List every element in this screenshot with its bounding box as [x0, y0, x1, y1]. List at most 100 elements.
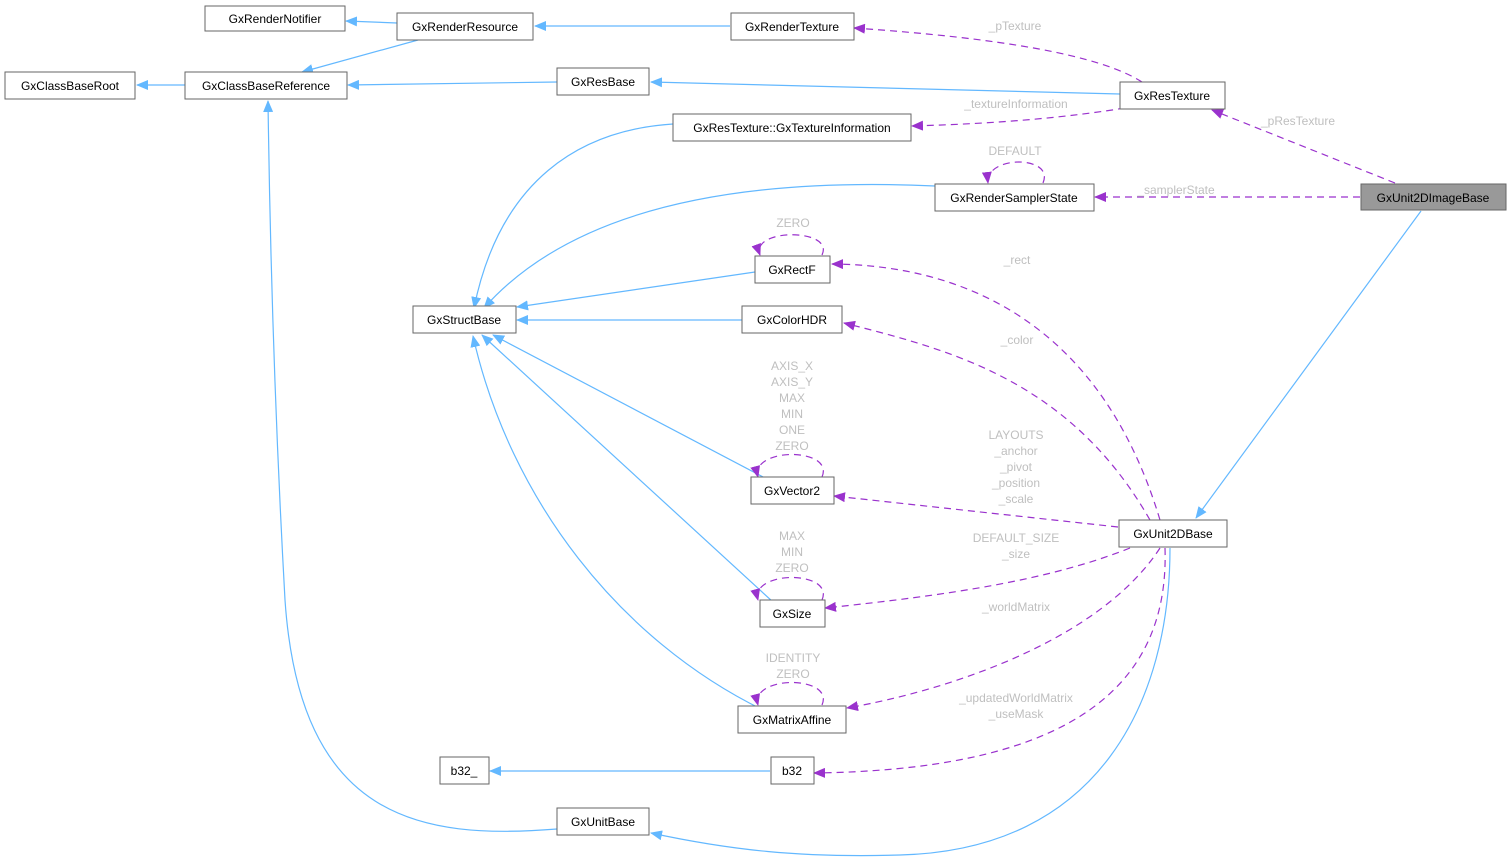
- edge-vector2-to-structbase: [492, 334, 766, 479]
- edge-vector2-use: [833, 492, 1119, 528]
- label-line: MAX: [779, 391, 805, 405]
- edge-rect: [831, 259, 1161, 521]
- label-matrix-self: IDENTITY ZERO: [766, 651, 821, 681]
- node-label: GxResTexture: [1134, 89, 1210, 103]
- node-label: GxRectF: [768, 263, 815, 277]
- label-line: _position: [991, 476, 1040, 490]
- edge-ptexture: [853, 23, 1143, 83]
- edge-textureinformation: [911, 107, 1126, 131]
- node-label: GxMatrixAffine: [753, 713, 832, 727]
- edge-renderresource-to-rendernotifier: [345, 16, 398, 27]
- node-label: GxUnitBase: [571, 815, 635, 829]
- node-label: GxVector2: [764, 484, 820, 498]
- label-line: _useMask: [988, 707, 1045, 721]
- edge-unit2dimagebase-to-unit2dbase: [1195, 210, 1422, 519]
- label-samplerstate: _samplerState: [1136, 183, 1215, 197]
- label-line: ZERO: [776, 667, 809, 681]
- edge-b32-use: [813, 547, 1166, 778]
- label-line: ZERO: [775, 561, 808, 575]
- label-sampler-default: DEFAULT: [988, 144, 1042, 158]
- edge-labels: _pTexture _textureInformation _pResTextu…: [766, 19, 1336, 721]
- inheritance-edges: [136, 16, 1422, 857]
- edge-sampler-default-self: [981, 161, 1045, 184]
- edge-resbase-to-classbasereference: [347, 79, 558, 90]
- edge-color: [843, 320, 1151, 521]
- node-label: GxRenderResource: [412, 20, 518, 34]
- node-gxresbase[interactable]: GxResBase: [556, 67, 650, 96]
- node-b32_[interactable]: b32_: [439, 756, 490, 785]
- label-line: _updatedWorldMatrix: [958, 691, 1073, 705]
- node-label: GxResBase: [571, 75, 635, 89]
- node-label: GxRenderTexture: [745, 20, 839, 34]
- node-gxrectf[interactable]: GxRectF: [754, 255, 831, 284]
- edge-worldmatrix: [846, 547, 1161, 712]
- label-color: _color: [1000, 333, 1034, 347]
- label-vector2-use: LAYOUTS _anchor _pivot _position _scale: [988, 428, 1043, 506]
- edge-restexture-to-resbase: [650, 77, 1121, 95]
- node-label: GxClassBaseReference: [202, 79, 330, 93]
- node-label: GxRenderNotifier: [229, 12, 322, 26]
- label-line: IDENTITY: [766, 651, 821, 665]
- label-size-self: MAX MIN ZERO: [775, 529, 808, 575]
- node-gxsize[interactable]: GxSize: [759, 599, 826, 628]
- label-line: AXIS_X: [771, 359, 813, 373]
- node-label: GxStructBase: [427, 313, 501, 327]
- label-size-use: DEFAULT_SIZE _size: [973, 531, 1059, 561]
- node-gxrendersamplerstate[interactable]: GxRenderSamplerState: [934, 183, 1095, 212]
- label-rect: _rect: [1003, 253, 1031, 267]
- label-vector2-self: AXIS_X AXIS_Y MAX MIN ONE ZERO: [771, 359, 813, 453]
- node-gxcolorhdr[interactable]: GxColorHDR: [741, 305, 843, 334]
- node-label: GxResTexture::GxTextureInformation: [693, 121, 890, 135]
- edge-samplerstate-to-structbase: [483, 183, 936, 309]
- edge-vector2-self: [750, 454, 824, 478]
- label-line: ONE: [779, 423, 805, 437]
- node-gxstructbase[interactable]: GxStructBase: [412, 305, 517, 334]
- edge-rectf-zero-self: [751, 234, 824, 256]
- label-line: MIN: [781, 545, 803, 559]
- node-label: GxUnit2DBase: [1133, 527, 1213, 541]
- node-label: b32: [782, 764, 802, 778]
- edge-size-to-structbase: [481, 334, 774, 603]
- label-line: DEFAULT_SIZE: [973, 531, 1059, 545]
- edge-prestexture: [1211, 109, 1396, 184]
- node-gxunit2dbase[interactable]: GxUnit2DBase: [1118, 519, 1228, 548]
- label-rectf-zero: ZERO: [776, 216, 809, 230]
- node-gxvector2[interactable]: GxVector2: [750, 476, 835, 505]
- label-b32-use: _updatedWorldMatrix _useMask: [958, 691, 1073, 721]
- node-gxrenderresource[interactable]: GxRenderResource: [396, 12, 534, 41]
- node-gxrestexture[interactable]: GxResTexture: [1119, 81, 1226, 110]
- node-label: GxUnit2DImageBase: [1377, 191, 1490, 205]
- label-worldmatrix: _worldMatrix: [981, 600, 1050, 614]
- node-label: GxSize: [773, 607, 812, 621]
- label-prestexture: _pResTexture: [1260, 114, 1335, 128]
- label-textureinformation: _textureInformation: [963, 97, 1067, 111]
- node-gxtextureinformation[interactable]: GxResTexture::GxTextureInformation: [672, 113, 912, 142]
- label-line: _size: [1001, 547, 1030, 561]
- node-gxmatrixaffine[interactable]: GxMatrixAffine: [737, 705, 847, 734]
- node-b32[interactable]: b32: [770, 756, 815, 785]
- node-gxrendertexture[interactable]: GxRenderTexture: [730, 12, 855, 41]
- label-line: ZERO: [775, 439, 808, 453]
- node-gxrendernotifier[interactable]: GxRenderNotifier: [204, 5, 346, 32]
- label-line: _scale: [998, 492, 1034, 506]
- label-line: MAX: [779, 529, 805, 543]
- node-label: b32_: [451, 764, 478, 778]
- edge-size-use: [824, 547, 1131, 612]
- label-line: MIN: [781, 407, 803, 421]
- edge-unitbase-to-classbasereference: [263, 100, 558, 832]
- edge-renderresource-to-classbasereference: [301, 39, 419, 74]
- node-label: GxRenderSamplerState: [950, 191, 1078, 205]
- label-ptexture: _pTexture: [988, 19, 1042, 33]
- node-gxunitbase[interactable]: GxUnitBase: [556, 807, 650, 836]
- node-gxclassbasereference[interactable]: GxClassBaseReference: [184, 71, 348, 100]
- label-line: _pivot: [999, 460, 1033, 474]
- node-gxclassbaseroot[interactable]: GxClassBaseRoot: [4, 71, 136, 100]
- edge-rectf-to-structbase: [516, 271, 756, 311]
- label-line: _anchor: [993, 444, 1037, 458]
- edge-unit2dbase-to-unitbase: [650, 547, 1171, 857]
- node-gxunit2dimagebase[interactable]: GxUnit2DImageBase: [1360, 183, 1507, 211]
- label-line: AXIS_Y: [771, 375, 813, 389]
- edge-textureinformation-to-structbase: [471, 123, 674, 309]
- edge-matrixaffine-to-structbase: [470, 335, 764, 711]
